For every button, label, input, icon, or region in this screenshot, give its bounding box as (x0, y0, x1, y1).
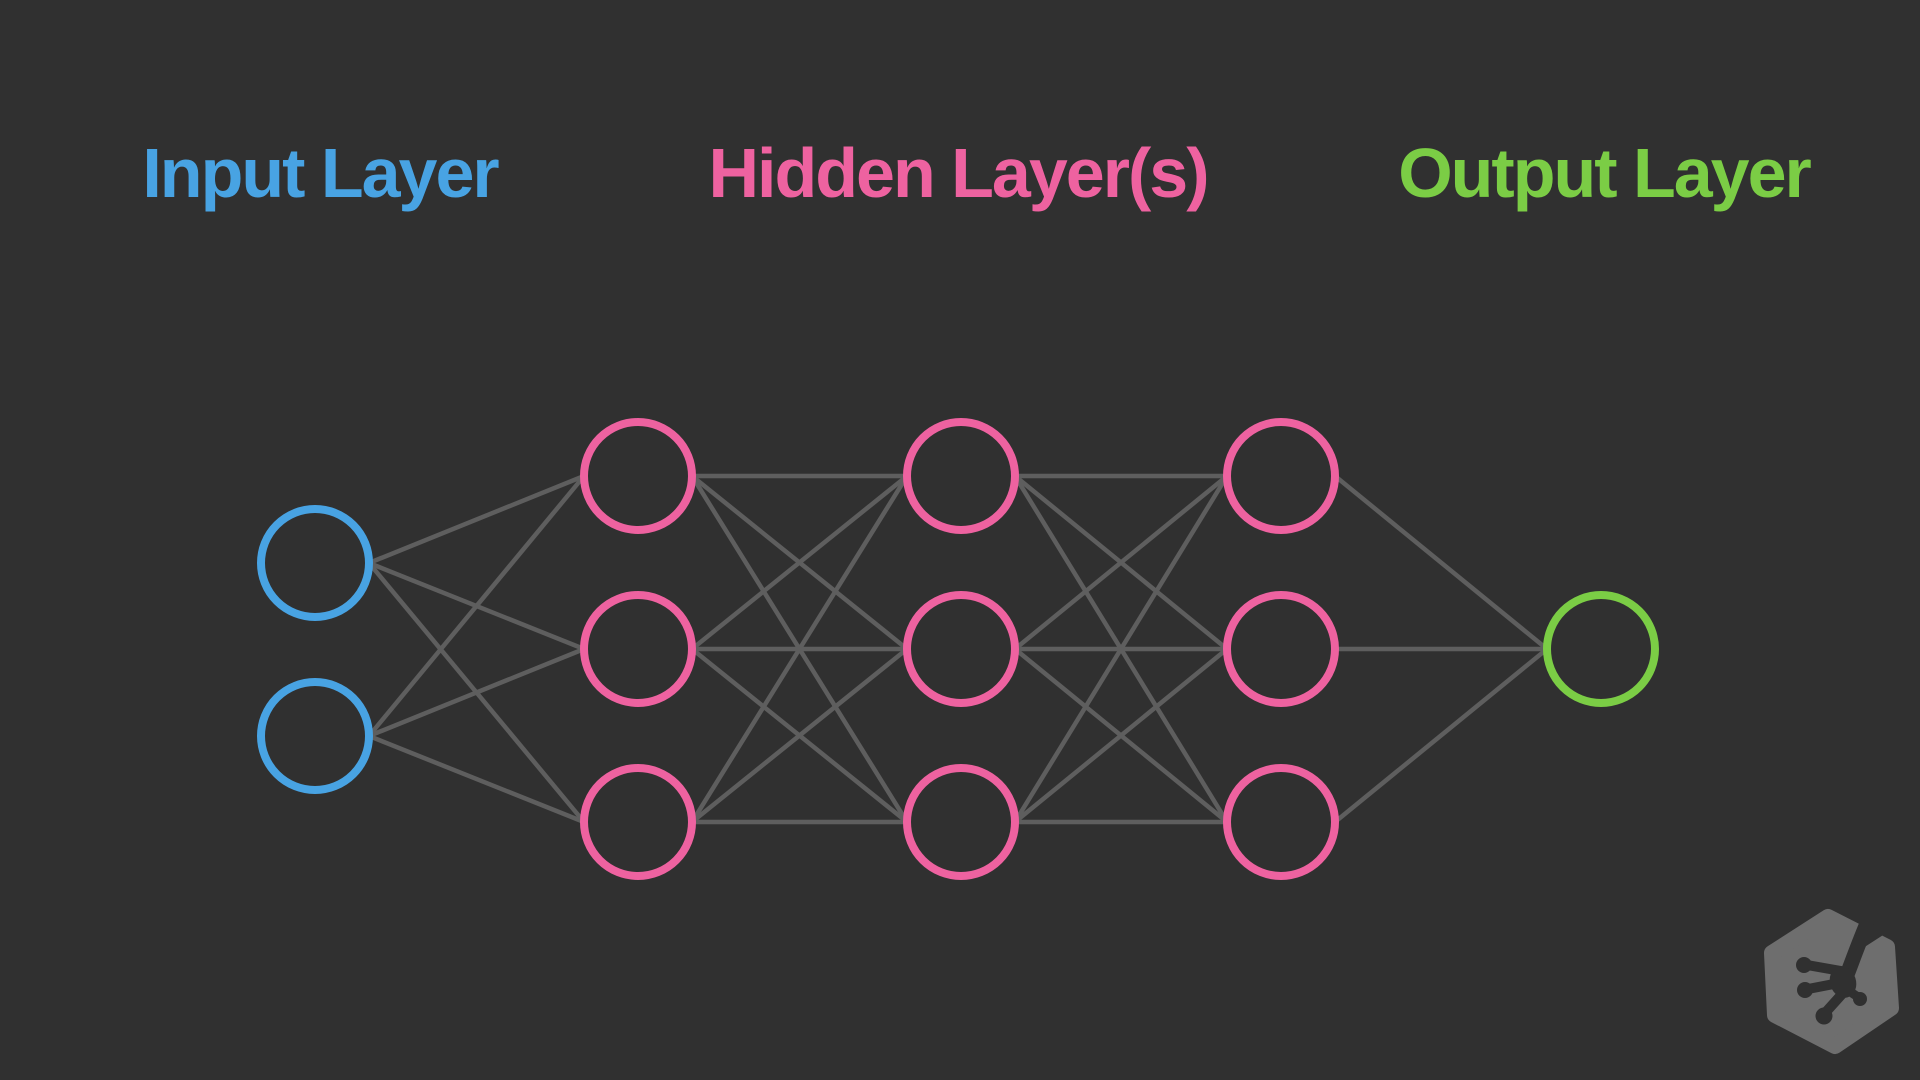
node-hidden-1-1 (580, 418, 696, 534)
node-output-1 (1543, 591, 1659, 707)
logo-footprint-pads (1796, 957, 1867, 1025)
connection-line (366, 473, 587, 739)
connection-line (689, 473, 910, 825)
node-hidden-2-3 (903, 764, 1019, 880)
connection-line (366, 733, 587, 825)
node-hidden-1-3 (580, 764, 696, 880)
hidden-layer-label: Hidden Layer(s) (708, 134, 1210, 212)
node-hidden-3-2 (1223, 591, 1339, 707)
node-input-1 (257, 505, 373, 621)
input-layer-label: Input Layer (142, 134, 499, 212)
connection-line (1012, 473, 1230, 652)
connection-line (1012, 473, 1230, 825)
node-hidden-3-1 (1223, 418, 1339, 534)
connection-line (366, 646, 587, 739)
hexagon-gecko-footprint-logo (1764, 909, 1899, 1054)
connection-line (366, 473, 587, 566)
connection-line (689, 473, 910, 652)
node-hidden-2-1 (903, 418, 1019, 534)
node-hidden-1-2 (580, 591, 696, 707)
node-hidden-3-3 (1223, 764, 1339, 880)
output-layer-label: Output Layer (1398, 134, 1812, 212)
node-hidden-2-2 (903, 591, 1019, 707)
connection-line (1012, 646, 1230, 825)
node-input-2 (257, 678, 373, 794)
connection-line (689, 646, 910, 825)
connection-line (1332, 646, 1550, 825)
connection-line (1332, 473, 1550, 652)
